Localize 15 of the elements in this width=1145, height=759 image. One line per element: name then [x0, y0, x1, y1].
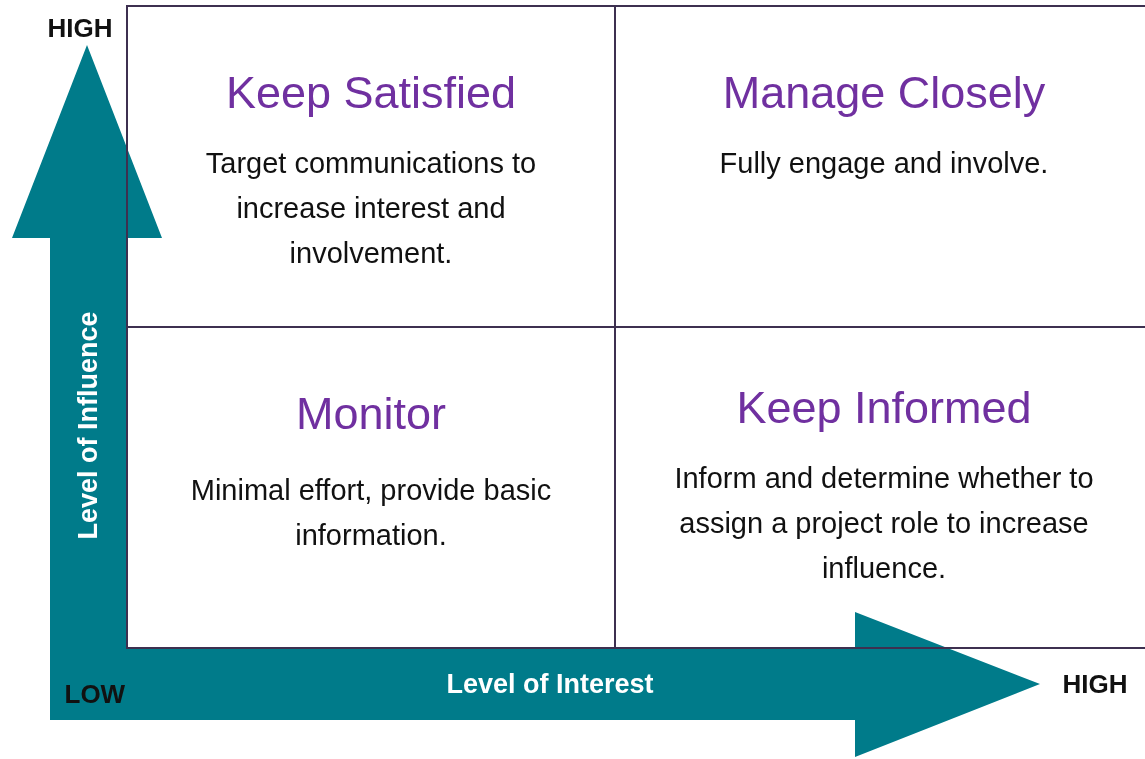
quadrant-description: Fully engage and involve.	[719, 146, 1049, 181]
quadrant-heading: Monitor	[295, 387, 447, 441]
quadrant-heading: Manage Closely	[722, 66, 1046, 120]
quadrant-description: Minimal effort, provide basic information.	[189, 473, 553, 553]
quadrant-heading: Keep Informed	[736, 381, 1032, 435]
quadrant-description: Inform and determine whether to assign a project role to increase influence.	[673, 461, 1095, 586]
axis-end-label: HIGH	[47, 12, 113, 44]
axis-end-label: LOW	[64, 678, 126, 710]
quadrant-panel	[126, 5, 616, 328]
quadrant-heading: Keep Satisfied	[225, 66, 517, 120]
axis-title: Level of Influence	[72, 310, 104, 540]
quadrant-panel	[126, 326, 616, 649]
quadrant-description: Target communications to increase interest and involvement.	[204, 146, 538, 271]
axis-title: Level of Interest	[446, 668, 654, 700]
axis-end-label: HIGH	[1062, 668, 1128, 700]
